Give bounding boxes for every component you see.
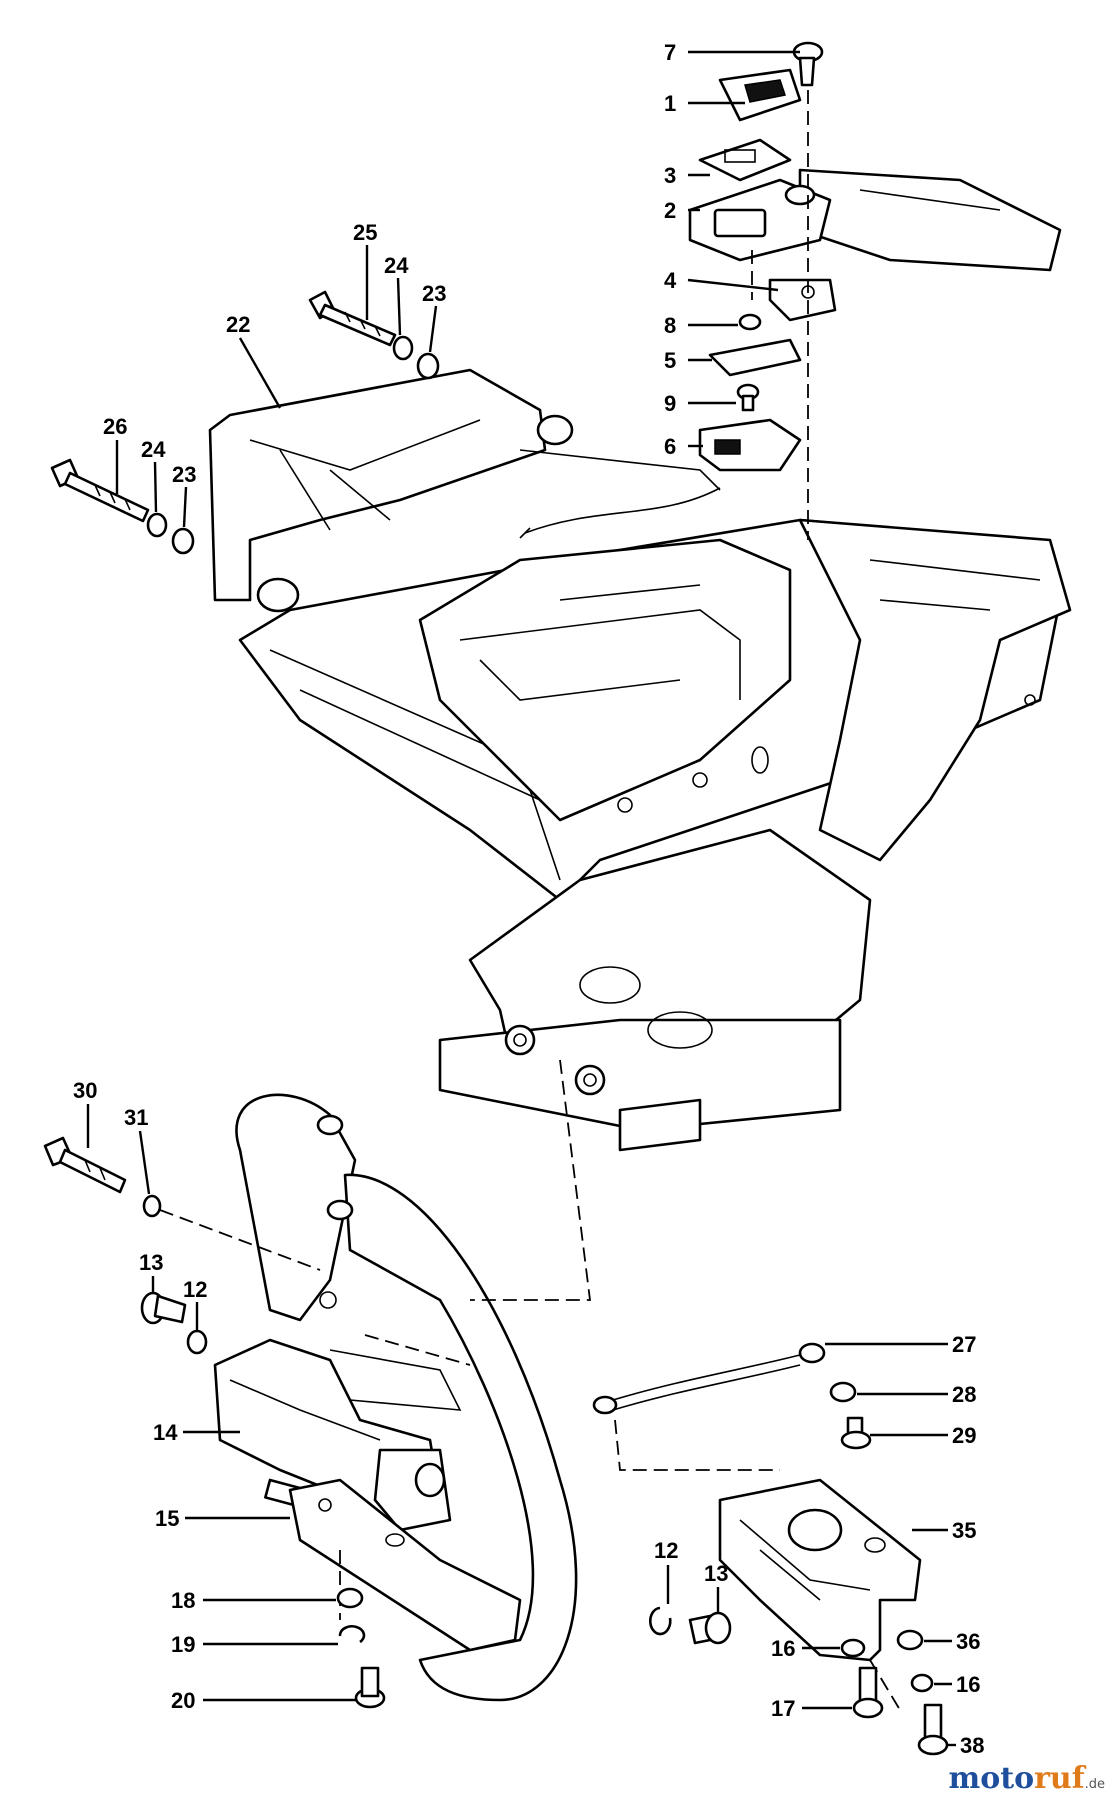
label-6: 6 [664, 434, 676, 459]
label-15: 15 [155, 1506, 179, 1531]
bracket-5 [708, 338, 802, 377]
washer-36 [896, 1629, 924, 1651]
washer-19 [338, 1625, 366, 1644]
screw-20 [354, 1666, 386, 1709]
mount-bracket-35 [718, 1478, 922, 1662]
label-2: 2 [664, 198, 676, 223]
screw-38 [917, 1703, 949, 1756]
washer-16-left [840, 1638, 866, 1658]
bolt-30 [43, 1136, 127, 1194]
label-12-right: 12 [654, 1538, 678, 1563]
rear-handle-cover [798, 168, 1062, 272]
spring-clip-4 [768, 278, 837, 322]
washer-24-left [146, 512, 168, 538]
grip-plate-15 [288, 1478, 522, 1652]
label-5: 5 [664, 348, 676, 373]
label-20: 20 [171, 1688, 195, 1713]
ground-cable-27 [592, 1342, 826, 1415]
label-35: 35 [952, 1518, 976, 1543]
label-18: 18 [171, 1588, 195, 1613]
label-22: 22 [226, 312, 250, 337]
washer-23-top [416, 352, 440, 380]
washer-24-top [392, 335, 414, 361]
plate-3 [698, 138, 792, 182]
main-frame [238, 518, 1072, 1152]
washer-12-right [648, 1606, 672, 1636]
label-31: 31 [124, 1105, 148, 1130]
label-4: 4 [664, 268, 677, 293]
label-23-top: 23 [422, 281, 446, 306]
watermark: motoruf.de [948, 1761, 1105, 1796]
label-30: 30 [73, 1078, 97, 1103]
screw-13-left [140, 1291, 187, 1325]
nut-8 [738, 313, 762, 331]
washer-28 [829, 1381, 857, 1403]
screw-17 [852, 1666, 884, 1719]
screw-9 [736, 383, 760, 412]
watermark-tld: .de [1085, 1777, 1105, 1792]
label-13-left: 13 [139, 1250, 163, 1275]
label-24-left: 24 [141, 437, 166, 462]
label-28: 28 [952, 1382, 976, 1407]
watermark-prefix: moto [948, 1761, 1034, 1796]
switch-6 [698, 418, 802, 472]
label-3: 3 [664, 163, 676, 188]
label-23-left: 23 [172, 462, 196, 487]
washer-12-left [186, 1329, 208, 1355]
label-38: 38 [960, 1733, 984, 1758]
label-29: 29 [952, 1423, 976, 1448]
screw-7 [792, 41, 824, 87]
label-16-right: 16 [956, 1672, 980, 1697]
washer-18 [336, 1587, 364, 1609]
screw-13-right [688, 1611, 732, 1645]
label-12-left: 12 [183, 1277, 207, 1302]
washer-16-right [910, 1673, 934, 1693]
label-24-top: 24 [384, 253, 409, 278]
handle-bracket-22 [208, 368, 721, 613]
label-27: 27 [952, 1332, 976, 1357]
ignition-cable [524, 487, 721, 534]
axis-bolt-30 [159, 1209, 321, 1271]
label-16-left: 16 [771, 1636, 795, 1661]
washer-31 [142, 1194, 162, 1218]
label-8: 8 [664, 313, 676, 338]
svg-text:motoruf.de: motoruf.de [948, 1761, 1105, 1796]
label-19: 19 [171, 1632, 195, 1657]
label-17: 17 [771, 1696, 795, 1721]
axis-cable [614, 1419, 780, 1471]
screw-29 [840, 1416, 872, 1450]
label-7: 7 [664, 40, 676, 65]
label-9: 9 [664, 391, 676, 416]
front-handle-bar [235, 1093, 578, 1702]
leader-lines [86, 50, 956, 1747]
bolt-26 [50, 458, 150, 523]
axis-bracket-dash [364, 1334, 471, 1366]
label-36: 36 [956, 1629, 980, 1654]
watermark-suffix: ruf [1034, 1761, 1087, 1796]
label-1: 1 [664, 91, 676, 116]
part-labels: 7 1 3 2 4 8 5 9 6 25 24 23 22 26 24 23 3… [73, 40, 984, 1758]
handle-housing-2 [688, 178, 832, 262]
label-13-right: 13 [704, 1561, 728, 1586]
axis-handle-to-frame [470, 1059, 592, 1301]
bolt-25 [308, 290, 397, 347]
label-25: 25 [353, 220, 377, 245]
throttle-lever-1 [718, 68, 802, 122]
label-26: 26 [103, 414, 127, 439]
washer-23-left [171, 527, 195, 555]
label-14: 14 [153, 1420, 178, 1445]
